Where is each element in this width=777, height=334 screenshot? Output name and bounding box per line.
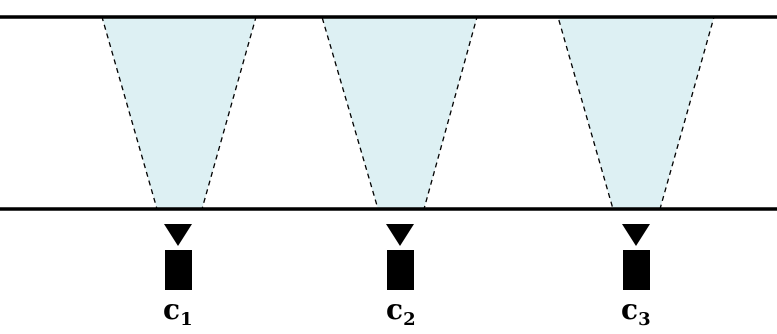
camera-icon (622, 224, 650, 290)
camera-label-1: c1 (163, 293, 193, 329)
camera-icon (386, 224, 414, 290)
camera-icon (164, 224, 192, 290)
camera-label-main: c (386, 293, 404, 326)
camera-label-3: c3 (621, 293, 651, 329)
field-of-view-2 (321, 16, 478, 210)
camera-label-main: c (621, 293, 639, 326)
camera-label-subscript: 2 (403, 309, 416, 330)
camera-label-subscript: 3 (638, 309, 651, 330)
camera-label-2: c2 (386, 293, 416, 329)
camera-label-main: c (163, 293, 181, 326)
camera-label-subscript: 1 (180, 309, 193, 330)
field-of-view-3 (557, 16, 715, 210)
field-of-view-1 (101, 16, 257, 210)
